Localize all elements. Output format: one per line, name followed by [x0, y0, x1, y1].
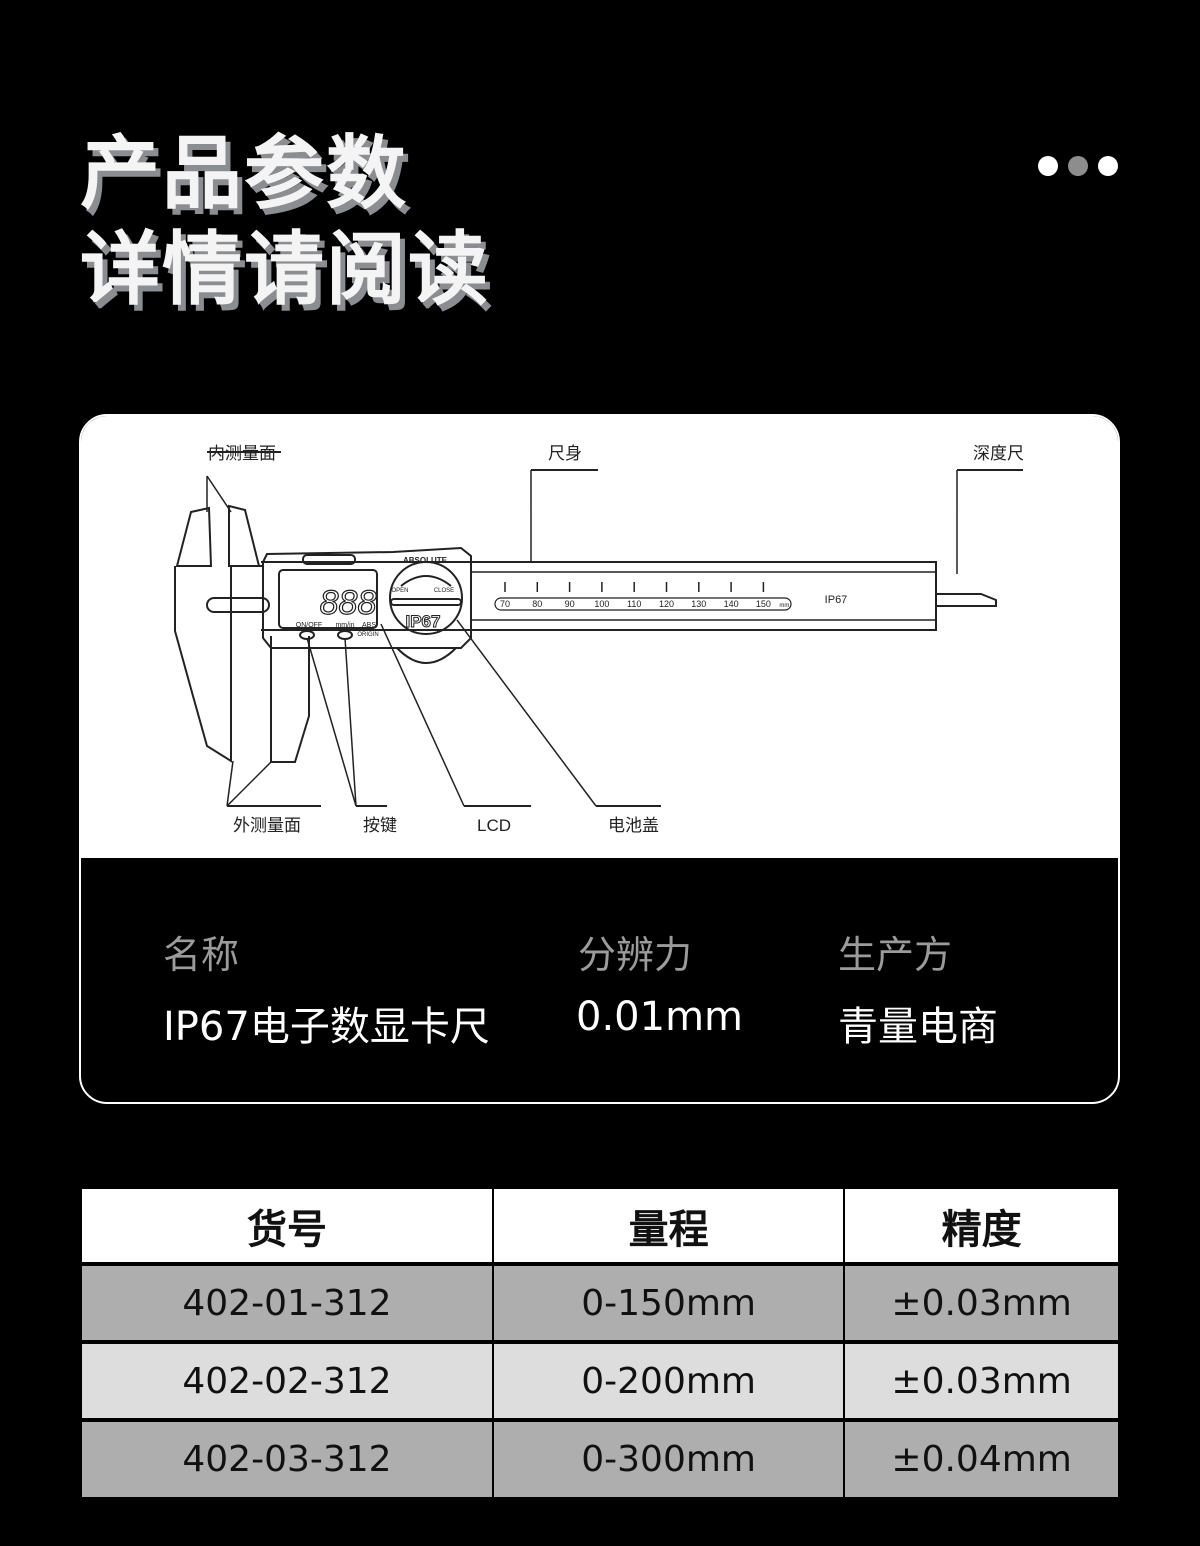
cell-range: 0-150mm — [491, 1262, 846, 1343]
label-buttons: 按键 — [363, 816, 397, 835]
spec-maker-label: 生产方 — [838, 933, 953, 977]
cell-accuracy: ±0.03mm — [843, 1340, 1120, 1421]
table-header-row: 货号 量程 精度 — [80, 1187, 1120, 1265]
scale-tick-label: 120 — [659, 599, 674, 609]
cell-accuracy: ±0.04mm — [843, 1418, 1120, 1499]
spec-maker-value: 青量电商 — [838, 1004, 998, 1050]
display-digits: 888 — [320, 584, 377, 622]
spec-resolution-value: 0.01mm — [576, 994, 743, 1040]
label-inner-face: 内测量面 — [208, 444, 276, 463]
scale-tick-label: 110 — [627, 599, 641, 609]
btn-abs-label: ABS — [362, 622, 376, 629]
table-row: 402-01-312 0-150mm ±0.03mm — [80, 1262, 1120, 1343]
close-text: CLOSE — [434, 588, 454, 594]
dot-icon — [1038, 156, 1058, 176]
product-card: 70 80 90 100 110 120 130 140 150 mm ABSOLUTE OPEN… — [79, 414, 1120, 1104]
cell-model: 402-01-312 — [80, 1262, 494, 1343]
btn-origin-label: ORIGIN — [357, 632, 378, 638]
cell-model: 402-02-312 — [80, 1340, 494, 1421]
label-lcd: LCD — [477, 816, 511, 835]
page-title-line2: 详情请阅读 — [80, 223, 490, 316]
btn-power-label: ON/OFF — [296, 622, 322, 629]
cell-range: 0-300mm — [491, 1418, 846, 1499]
cell-model: 402-03-312 — [80, 1418, 494, 1499]
rating-text: IP67 — [406, 612, 441, 631]
pagination-dots — [1038, 156, 1118, 176]
label-battery-cover: 电池盖 — [608, 816, 659, 835]
table-row: 402-03-312 0-300mm ±0.04mm — [80, 1418, 1120, 1499]
scale-ticks: 70 80 90 100 110 120 130 140 150 mm — [494, 582, 792, 611]
page-title-line1: 产品参数 — [80, 127, 408, 220]
scale-tick-label: 150 — [756, 599, 771, 609]
scale-tick-label: 70 — [500, 599, 510, 609]
dot-icon — [1068, 156, 1088, 176]
scale-tick-label: 80 — [532, 599, 542, 609]
scale-tick-label: 140 — [724, 599, 739, 609]
table-row: 402-02-312 0-200mm ±0.03mm — [80, 1340, 1120, 1421]
diagram-panel: 70 80 90 100 110 120 130 140 150 mm ABSOLUTE OPEN… — [81, 416, 1118, 858]
label-depth-rod: 深度尺 — [973, 444, 1024, 463]
scale-tick-label: 90 — [565, 599, 575, 609]
header-model: 货号 — [80, 1187, 494, 1265]
caliper-drawing — [174, 451, 1023, 807]
dot-icon — [1098, 156, 1118, 176]
part-labels: 内测量面 尺身 深度尺 外测量面 按键 LCD 电池盖 — [208, 444, 1024, 835]
device-texts: ABSOLUTE OPEN CLOSE IP67 888 ON/OFF mm/i… — [296, 556, 848, 638]
scale-tick-label: 130 — [691, 599, 706, 609]
brand-text: ABSOLUTE — [403, 556, 448, 565]
btn-unit-label: mm/in — [335, 622, 354, 629]
caliper-diagram: 70 80 90 100 110 120 130 140 150 mm ABSOLUTE OPEN… — [174, 444, 1024, 835]
scale-band — [494, 597, 792, 611]
cell-accuracy: ±0.03mm — [843, 1262, 1120, 1343]
model-table: 货号 量程 精度 402-01-312 0-150mm ±0.03mm 402-… — [80, 1187, 1120, 1499]
spec-name-value: IP67电子数显卡尺 — [163, 1004, 490, 1050]
scale-tick-label: 100 — [594, 599, 609, 609]
header-accuracy: 精度 — [843, 1187, 1120, 1265]
scale-unit: mm — [779, 603, 789, 609]
cell-range: 0-200mm — [491, 1340, 846, 1421]
spec-name-label: 名称 — [163, 933, 240, 977]
label-outer-face: 外测量面 — [233, 816, 301, 835]
open-text: OPEN — [391, 588, 408, 594]
label-beam: 尺身 — [548, 444, 582, 463]
header-range: 量程 — [491, 1187, 846, 1265]
beam-rating-text: IP67 — [825, 594, 848, 606]
spec-resolution-label: 分辨力 — [578, 933, 693, 977]
